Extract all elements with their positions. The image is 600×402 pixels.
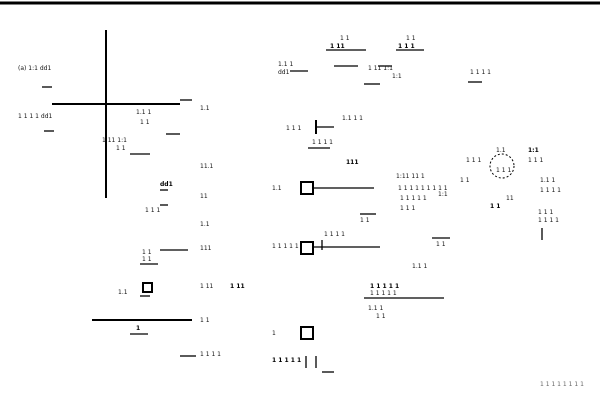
label-a42: 1 1 1 1 <box>324 231 345 238</box>
label-a34: 111 <box>346 159 359 166</box>
label-a25: 1 11 <box>330 43 345 50</box>
label-a61: 1 1 1 <box>538 209 553 216</box>
label-a20: 1 <box>136 325 140 332</box>
label-a09: 11 <box>200 193 208 200</box>
label-a51: 1 1 1 <box>466 157 481 164</box>
label-a48: 1 1 <box>376 313 386 320</box>
label-a50: 1 1 1 1 1 <box>272 357 301 364</box>
label-a24: 1 1 <box>340 35 350 42</box>
label-a21: 1 1 1 1 <box>200 351 221 358</box>
label-a49: 1 <box>272 330 276 337</box>
label-a17: 1 11 <box>200 283 214 290</box>
label-a58: 1 1 1 1 <box>540 187 561 194</box>
box-row-3 <box>300 326 314 340</box>
label-a41: 1 1 1 1 1 <box>272 243 299 250</box>
label-a62: 1 1 1 1 <box>538 217 559 224</box>
label-a07: 1.1 <box>200 105 210 112</box>
label-a64: 1 1 1 1 1 1 1 1 <box>540 381 584 388</box>
label-a35: 1.1 <box>272 185 282 192</box>
label-a08: 11.1 <box>200 163 214 170</box>
label-a55: 1:1 <box>528 147 539 154</box>
label-a23: dd1 <box>278 69 290 76</box>
label-a57: 1.1 1 <box>540 177 555 184</box>
label-a53: 1.1 <box>496 147 506 154</box>
label-a46: 1 1 1 1 1 <box>370 290 397 297</box>
box-row-1 <box>300 181 314 195</box>
label-a47: 1.1 1 <box>368 305 383 312</box>
label-a16: 1.1 <box>118 289 128 296</box>
label-a45: 1 1 1 1 1 <box>370 283 399 290</box>
label-a14: 1 1 <box>142 256 152 263</box>
label-a19: 1 1 <box>200 317 210 324</box>
label-a18: 1 11 <box>230 283 245 290</box>
label-a06: 1 1 <box>116 145 126 152</box>
label-a02: 1 1 1 1 dd1 <box>18 113 53 120</box>
label-a01: (a) 1:1 dd1 <box>18 65 51 72</box>
label-a59: 1 1 <box>490 203 500 210</box>
label-a56: 1 1 1 <box>528 157 543 164</box>
label-a39: 1 1 <box>360 217 370 224</box>
label-a37: 1 1 1 1 1 <box>400 195 427 202</box>
label-a22: 1.1 1 <box>278 61 293 68</box>
small-box-left <box>142 282 153 293</box>
label-a10: 1.1 <box>200 221 210 228</box>
dashed-circle <box>489 153 515 179</box>
label-a28: 1 11 1:1 <box>368 65 393 72</box>
label-a60: 11 <box>506 195 514 202</box>
label-a12: 1 1 1 <box>145 207 160 214</box>
label-a32: 1 1 1 <box>286 125 301 132</box>
label-a31: 1.1 1 1 <box>342 115 363 122</box>
label-a43: 1 1 <box>436 241 446 248</box>
label-a52: 1 1 <box>460 177 470 184</box>
label-a30: 1 1 1 1 <box>470 69 491 76</box>
label-a11: dd1 <box>160 181 173 188</box>
label-a33: 1 1 1 1 <box>312 139 333 146</box>
label-a13: 1 1 <box>142 249 152 256</box>
label-a63: 1:11 11 1 <box>396 173 425 180</box>
label-a05: 1 1 <box>140 119 150 126</box>
label-a15: 111 <box>200 245 212 252</box>
label-a40: 1:1 <box>438 191 448 198</box>
label-a29: 1:1 <box>392 73 402 80</box>
label-a36: 1 1 1 1 1 1 1 1 1 <box>398 185 448 192</box>
box-row-2 <box>300 241 314 255</box>
label-a38: 1 1 1 <box>400 205 415 212</box>
label-a03: 1.1 1 <box>136 109 151 116</box>
label-a04: 1 11 1:1 <box>102 137 127 144</box>
label-a44: 1.1 1 <box>412 263 427 270</box>
label-a54: 1 1 1 <box>496 167 511 174</box>
label-a26: 1 1 <box>406 35 416 42</box>
label-a27: 1 1 1 <box>398 43 415 50</box>
